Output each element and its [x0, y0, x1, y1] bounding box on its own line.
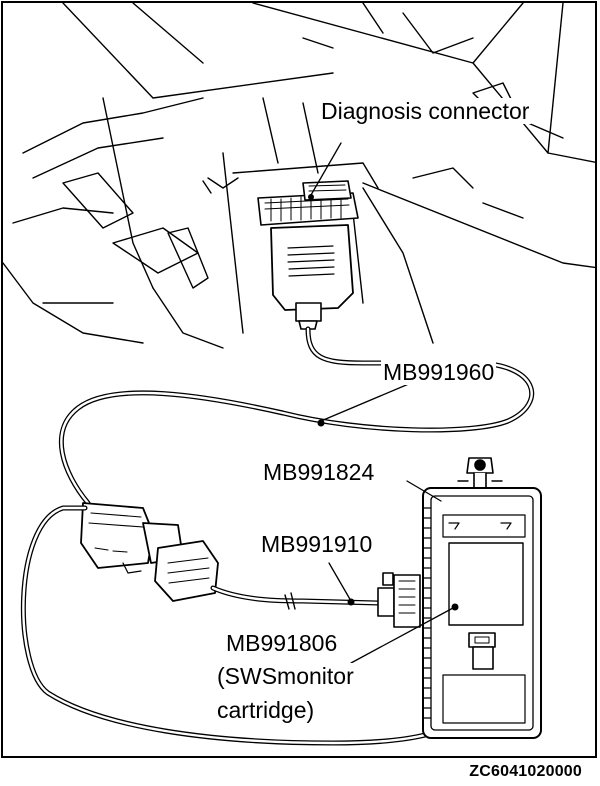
leader-mb991910: [329, 563, 351, 601]
label-mb991806: MB991806: [224, 630, 339, 656]
label-mb991824: MB991824: [261, 459, 376, 485]
label-mb991960: MB991960: [381, 359, 496, 385]
label-mb991910: MB991910: [259, 531, 374, 557]
connector-block: [81, 503, 218, 601]
vehicle-diagnosis-socket: [258, 181, 358, 225]
cable-mb991910: [213, 588, 378, 609]
diagram-frame: Diagnosis connector MB991960 MB991824 MB…: [1, 1, 597, 758]
leader-mb991960: [321, 383, 411, 421]
vci-unit: [423, 458, 541, 738]
label-diagnosis-connector: Diagnosis connector: [319, 98, 531, 124]
diagnosis-plug: [271, 225, 353, 329]
figure-code: ZC6041020000: [469, 763, 582, 781]
label-swsmonitor: (SWSmonitor: [215, 663, 356, 689]
label-cartridge: cartridge): [215, 697, 316, 723]
vci-side-plug: [378, 573, 420, 627]
